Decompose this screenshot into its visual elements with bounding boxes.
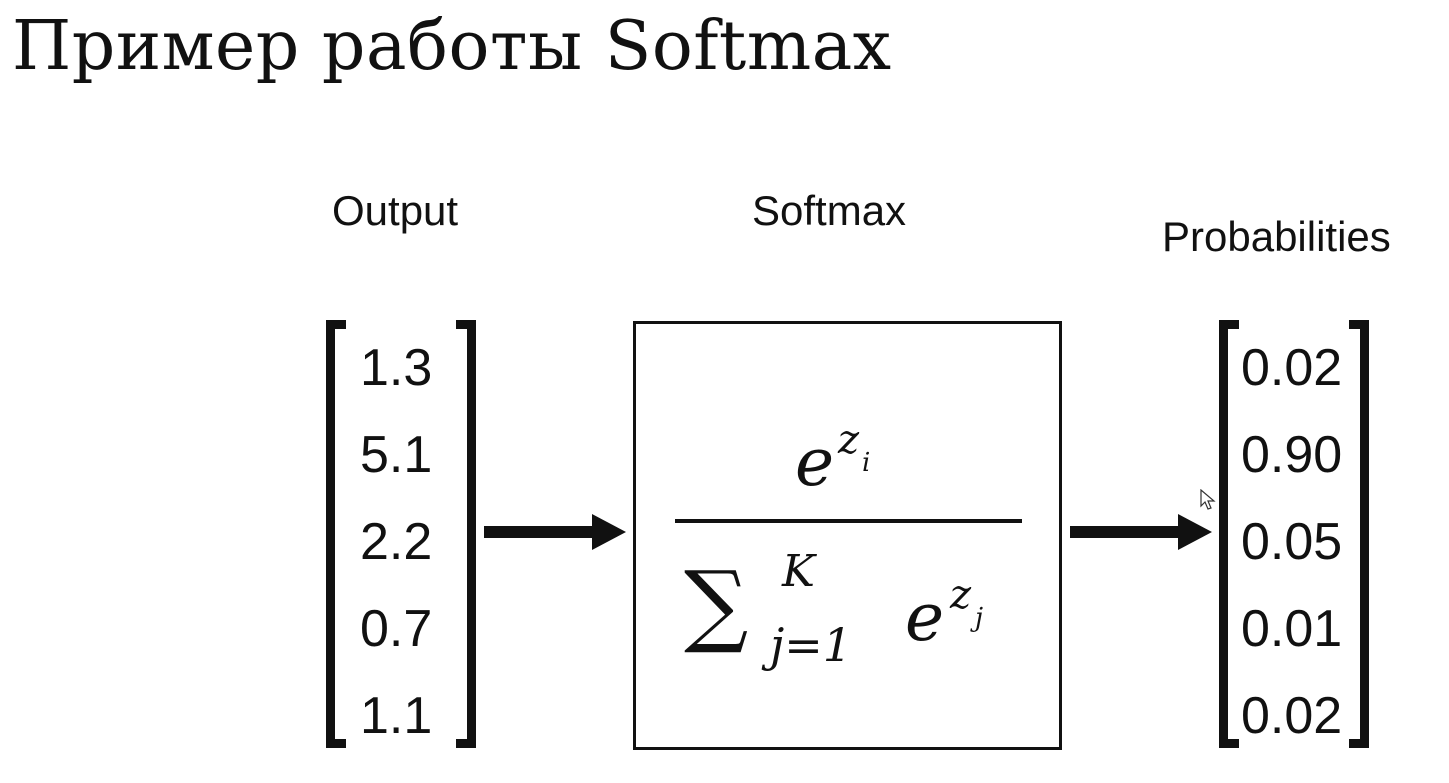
probabilities-vector: 0.02 0.90 0.05 0.01 0.02	[1219, 320, 1369, 748]
slide-title: Пример работы Softmax	[12, 7, 892, 86]
probability-value: 0.05	[1241, 513, 1343, 571]
output-value: 1.1	[360, 687, 433, 745]
sum-lower-limit: j=1	[770, 618, 853, 672]
denominator-base: e	[905, 579, 945, 656]
probability-value: 0.02	[1241, 687, 1343, 745]
denominator-exponent-subscript: j	[975, 603, 984, 633]
sum-upper-limit: K	[782, 546, 815, 597]
output-value: 1.3	[360, 339, 433, 397]
output-label: Output	[332, 187, 459, 234]
denominator-exponent: z	[950, 572, 972, 618]
arrow-right-icon	[1070, 514, 1212, 550]
left-bracket	[326, 320, 346, 748]
output-value: 0.7	[360, 600, 433, 658]
mouse-cursor-icon	[1200, 489, 1216, 510]
right-bracket	[1349, 320, 1369, 748]
numerator-exponent: z	[838, 417, 860, 463]
left-bracket	[1219, 320, 1239, 748]
probability-value: 0.02	[1241, 339, 1343, 397]
softmax-label: Softmax	[752, 187, 907, 234]
arrow-right-icon	[484, 514, 626, 550]
output-value: 2.2	[360, 513, 433, 571]
probabilities-label: Probabilities	[1162, 213, 1391, 260]
probability-value: 0.90	[1241, 426, 1343, 484]
sum-symbol: ∑	[684, 552, 749, 657]
output-vector: 1.3 5.1 2.2 0.7 1.1	[326, 320, 476, 748]
numerator-base: e	[795, 424, 835, 501]
numerator-exponent-subscript: i	[862, 448, 871, 478]
right-bracket	[456, 320, 476, 748]
output-value: 5.1	[360, 426, 433, 484]
softmax-box	[633, 321, 1062, 750]
fraction-line	[675, 519, 1022, 523]
probability-value: 0.01	[1241, 600, 1343, 658]
